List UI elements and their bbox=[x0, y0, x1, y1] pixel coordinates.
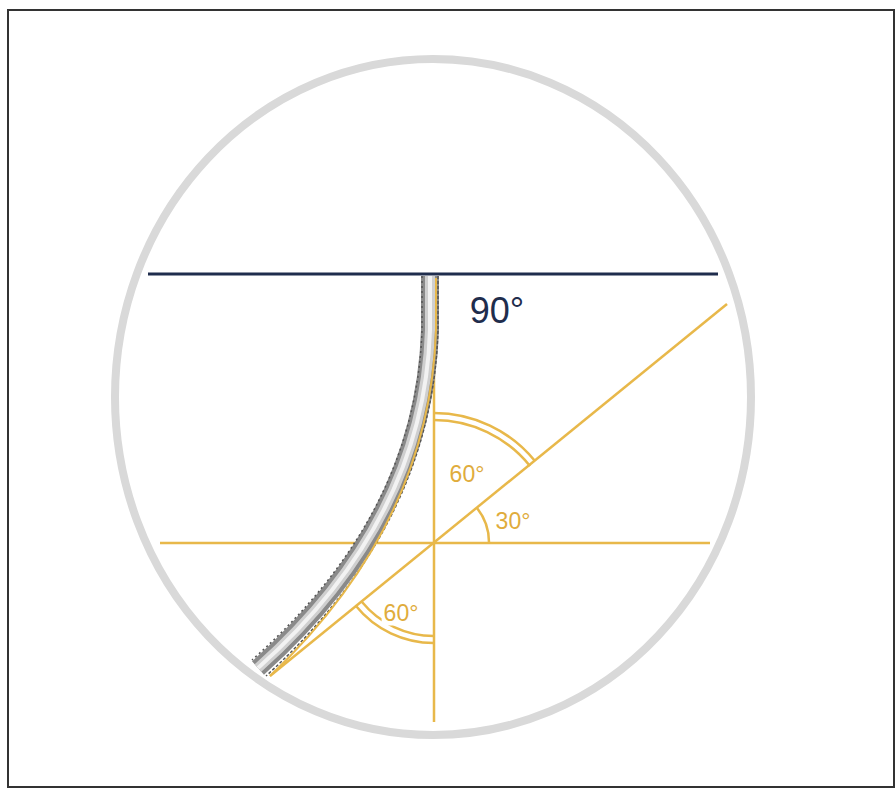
frame bbox=[8, 10, 894, 787]
angle-label: 60° bbox=[448, 462, 487, 487]
right-angle-label: 90° bbox=[468, 292, 526, 330]
angle-label: 60° bbox=[382, 601, 421, 626]
reference-line bbox=[148, 273, 718, 276]
curved-needle bbox=[252, 276, 438, 676]
angle-lines bbox=[160, 276, 727, 722]
view-circle bbox=[115, 59, 751, 735]
angle-label: 30° bbox=[494, 509, 533, 534]
